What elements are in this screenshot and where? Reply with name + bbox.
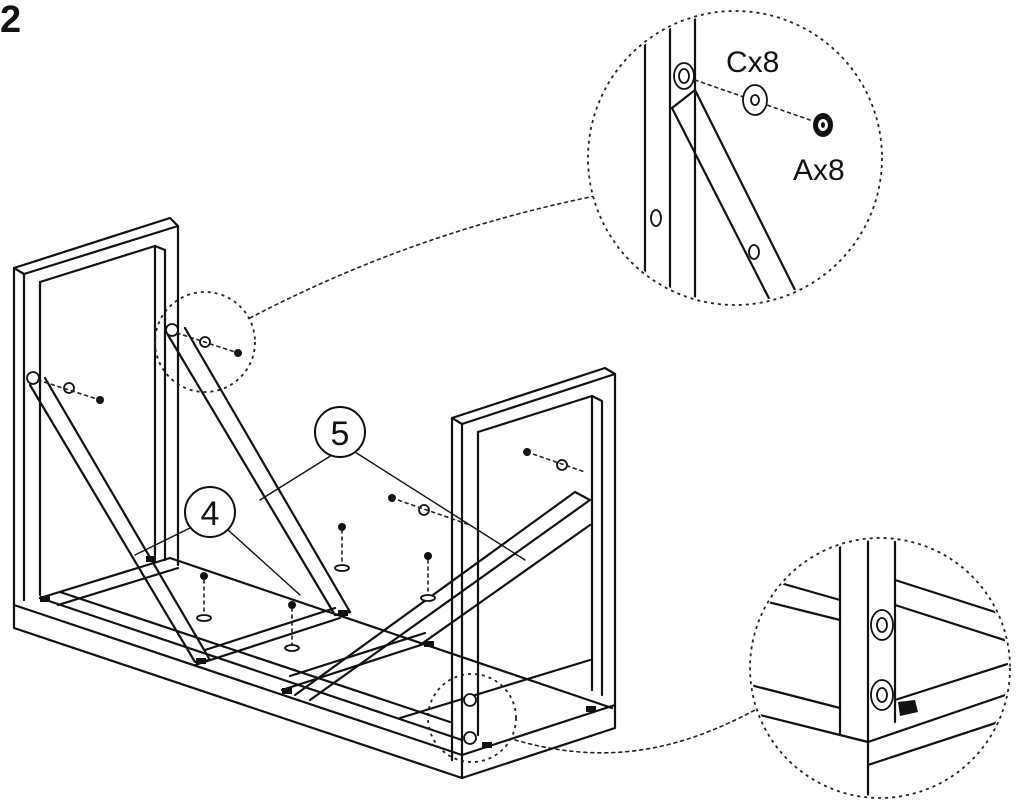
top-callout-leader (249, 194, 601, 319)
part-label-5: 5 (259, 406, 526, 561)
svg-text:4: 4 (201, 495, 220, 533)
top-detail-marker (154, 291, 256, 393)
part-label-4: 4 (134, 486, 301, 596)
bottom-callout-leader (514, 689, 791, 754)
frame-hardware (26, 323, 596, 748)
bottom-detail-marker (427, 673, 517, 763)
bolt-quantity-label: Ax8 (793, 154, 845, 187)
step-number: 2 (0, 0, 21, 41)
table-frame (12, 216, 617, 780)
svg-text:5: 5 (331, 415, 350, 453)
bolt-icon (813, 113, 833, 137)
bottom-callout (749, 537, 1011, 799)
top-callout: Cx8 Ax8 (587, 10, 883, 306)
washer-quantity-label: Cx8 (726, 46, 779, 79)
